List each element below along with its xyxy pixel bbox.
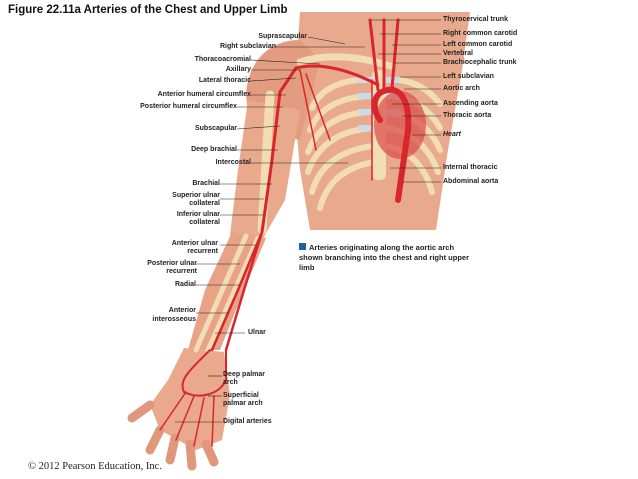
label-inferior-ulnar-collateral-2: collateral: [189, 219, 220, 226]
label-posterior-ulnar-recurrent-2: recurrent: [166, 268, 197, 275]
figure-title: Figure 22.11a Arteries of the Chest and …: [8, 4, 288, 16]
label-digital-arteries: Digital arteries: [223, 418, 272, 425]
label-ascending-aorta: Ascending aorta: [443, 100, 498, 107]
label-heart: Heart: [443, 131, 461, 138]
label-vertebral: Vertebral: [443, 50, 473, 57]
humerus: [257, 90, 275, 235]
label-deep-palmar-arch-2: arch: [223, 379, 238, 386]
figure-caption: Arteries originating along the aortic ar…: [299, 243, 469, 273]
ulnar-artery: [224, 230, 264, 352]
label-anterior-interosseous-1: Anterior: [168, 307, 196, 314]
label-intercostal: Intercostal: [215, 159, 251, 166]
label-left-subclavian: Left subclavian: [443, 73, 494, 80]
heart: [374, 91, 426, 159]
brachial-artery: [260, 90, 282, 234]
leader-lines: [175, 19, 441, 423]
label-thoracoacromial: Thoracoacromial: [194, 56, 251, 63]
label-right-subclavian: Right subclavian: [219, 43, 276, 50]
label-abdominal-aorta: Abdominal aorta: [443, 178, 499, 185]
label-superficial-palmar-arch-1: Superficial: [223, 392, 259, 399]
label-anterior-humeral-circumflex: Anterior humeral circumflex: [157, 91, 251, 98]
label-posterior-humeral-circumflex: Posterior humeral circumflex: [140, 103, 237, 110]
label-deep-brachial: Deep brachial: [191, 146, 237, 153]
label-superior-ulnar-collateral-1: Superior ulnar: [172, 192, 220, 199]
caption-text: Arteries originating along the aortic ar…: [299, 243, 470, 272]
label-ulnar: Ulnar: [248, 329, 266, 336]
label-superficial-palmar-arch-2: palmar arch: [223, 400, 263, 407]
digital-arteries: [159, 391, 215, 447]
copyright: © 2012 Pearson Education, Inc.: [28, 461, 162, 472]
label-lateral-thoracic: Lateral thoracic: [198, 77, 251, 84]
label-suprascapular: Suprascapular: [258, 33, 307, 40]
label-brachiocephalic-trunk: Brachiocephalic trunk: [443, 59, 517, 66]
thoracic-branches: [299, 69, 373, 181]
palmar-arches: [181, 349, 227, 397]
label-posterior-ulnar-recurrent-1: Posterior ulnar: [147, 260, 197, 267]
label-internal-thoracic: Internal thoracic: [443, 164, 498, 171]
hand: [150, 348, 230, 450]
arteries: [159, 18, 412, 447]
fingers: [127, 400, 219, 471]
label-superior-ulnar-collateral-2: collateral: [189, 200, 220, 207]
label-inferior-ulnar-collateral-1: Inferior ulnar: [176, 211, 220, 218]
aorta: [371, 86, 412, 203]
bullet-icon: [299, 243, 306, 250]
radial-artery: [210, 230, 264, 352]
label-anterior-ulnar-recurrent-1: Anterior ulnar: [171, 240, 218, 247]
forearm-bones: [193, 233, 261, 353]
label-thoracic-aorta: Thoracic aorta: [443, 112, 492, 119]
label-aortic-arch: Aortic arch: [443, 85, 480, 92]
subclavian-axillary: [278, 64, 380, 94]
label-subscapular: Subscapular: [194, 125, 237, 132]
label-anterior-interosseous-2: interosseous: [152, 316, 196, 323]
label-brachial: Brachial: [192, 180, 220, 187]
label-left-common-carotid: Left common carotid: [443, 41, 513, 48]
label-deep-palmar-arch-1: Deep palmar: [223, 371, 266, 378]
clavicle: [296, 53, 394, 70]
label-radial: Radial: [174, 281, 196, 288]
label-right-common-carotid: Right common carotid: [443, 30, 518, 37]
label-anterior-ulnar-recurrent-2: recurrent: [187, 248, 218, 255]
label-axillary: Axillary: [225, 66, 251, 73]
label-thyrocervical-trunk: Thyrocervical trunk: [443, 16, 508, 23]
